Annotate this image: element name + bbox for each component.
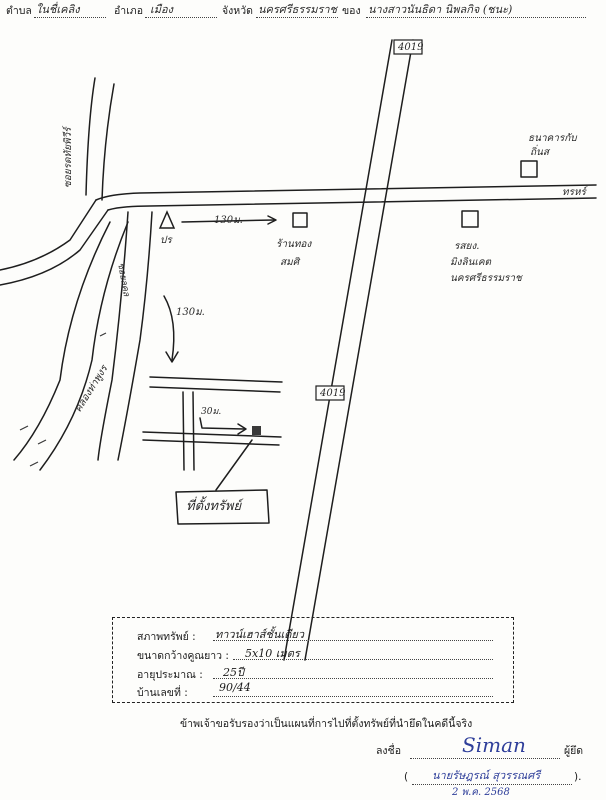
property-marker [252,426,261,435]
road-number-box-middle [315,385,345,401]
signature-line [410,758,560,759]
local-road-2-bottom [142,439,280,446]
shop-label-1: ร้านทอง [276,239,312,250]
canal-edge-1 [13,221,111,461]
name-open-paren: ( [404,771,409,783]
site-label: ที่ตั้งทรัพย์ [186,499,242,514]
name-close-paren: ). [574,771,582,783]
site-box [175,489,270,525]
soi-left-edge [85,77,96,196]
owner-underline [366,17,586,18]
temple-label: ปร [160,235,172,246]
site-pointer [215,439,253,491]
changwat-underline [256,17,338,18]
house-number-label: บ้านเลขที่ : [137,687,188,699]
role-label: ผู้ยึด [564,745,584,757]
place-top-right-2: ถิ่นส [530,147,549,158]
property-arrowhead [237,423,247,435]
canal-dash-2 [37,439,47,445]
tambon-value: ในชื่เคลิง [36,3,80,16]
road-distance-1: 130ม. [214,215,243,226]
changwat-value: นครศรีธรรมราช [258,3,338,16]
sign-date: 2 พ.ค. 2568 [452,787,510,798]
property-arrow [199,417,245,430]
university-building [461,210,479,228]
owner-label: ของ [342,5,361,17]
owner-value: นางสาวนันธิดา นิพลกิจ (ชนะ) [368,3,513,16]
property-type-label: สภาพทรัพย์ : [137,631,196,643]
south-soi-left [97,211,129,461]
west-road-top [0,199,97,271]
soi-vertical-label: ซอยรดทัยพิวีร์ [63,127,74,188]
road-number-top: 4019 [398,42,424,53]
amphoe-value: เมือง [150,3,173,16]
shop-building [292,212,308,228]
property-size-value: 5x10 เมตร [245,647,300,660]
cross-road-top-edge [95,184,597,201]
name-line [412,784,572,785]
property-type-value: ทาวน์เฮาส์ชั้นเดียว [215,628,304,641]
local-road-1-bottom [149,386,281,393]
changwat-label: จังหวัด [222,5,253,17]
soi-right-edge [101,83,115,201]
property-age-value: 25ปี [223,666,244,679]
university-label-2: มิงลินเคต [450,257,492,268]
place-top-right-1: ธนาคารกับ [528,133,577,144]
tambon-label: ตำบล [6,5,32,17]
local-road-1-top [149,376,283,383]
south-soi-right [117,211,153,461]
canal-dash-1 [19,425,29,431]
local-vertical-left [182,391,185,471]
local-vertical-right [192,391,195,471]
shop-label-2: สมศิ [280,257,300,268]
place-top-right-3: ทรหร์ [562,187,586,198]
tambon-underline [34,17,106,18]
amphoe-label: อำเภอ [114,5,144,17]
house-side-label: 30ม. [201,407,222,417]
property-size-label: ขนาดกว้างคูณยาว : [137,650,229,662]
house-number-line [213,696,493,697]
house-number-value: 90/44 [219,681,251,694]
road-distance-2: 130ม. [176,307,205,318]
property-info-box: สภาพทรัพย์ : ทาวน์เฮาส์ชั้นเดียว ขนาดกว้… [112,617,514,703]
main-road-left-edge [283,39,393,661]
certify-text: ข้าพเจ้าขอรับรองว่าเป็นแผนที่การไปที่ตั้… [180,718,473,730]
distance-arrowhead-1 [267,215,277,225]
canal-dash-4 [99,332,107,337]
main-road-right-edge [304,39,414,661]
university-label-1: รสยง. [454,241,480,252]
canal-edge-2 [39,221,129,471]
route-arrowhead [165,351,179,363]
west-road-bottom [0,209,109,286]
signer-name: นายรัษฎรณ์ สุวรรณศรี [432,769,541,782]
university-label-3: นครศรีธรรมราช [450,273,522,284]
distance-arrow-1 [181,219,275,223]
bank-building [520,160,538,178]
canal-dash-3 [29,461,39,467]
property-type-line [213,640,493,641]
amphoe-underline [145,17,217,18]
property-age-label: อายุประมาณ : [137,669,203,681]
temple-triangle [158,210,176,229]
road-number-box-top [393,39,423,55]
cross-road-bottom-edge [107,197,597,211]
route-arrow [163,295,175,361]
property-age-line [213,678,493,679]
property-size-line [233,659,493,660]
road-number-middle: 4019 [320,388,346,399]
sign-label: ลงชื่อ [376,745,401,757]
signature: Siman [462,733,526,757]
local-road-2-top [142,431,282,438]
